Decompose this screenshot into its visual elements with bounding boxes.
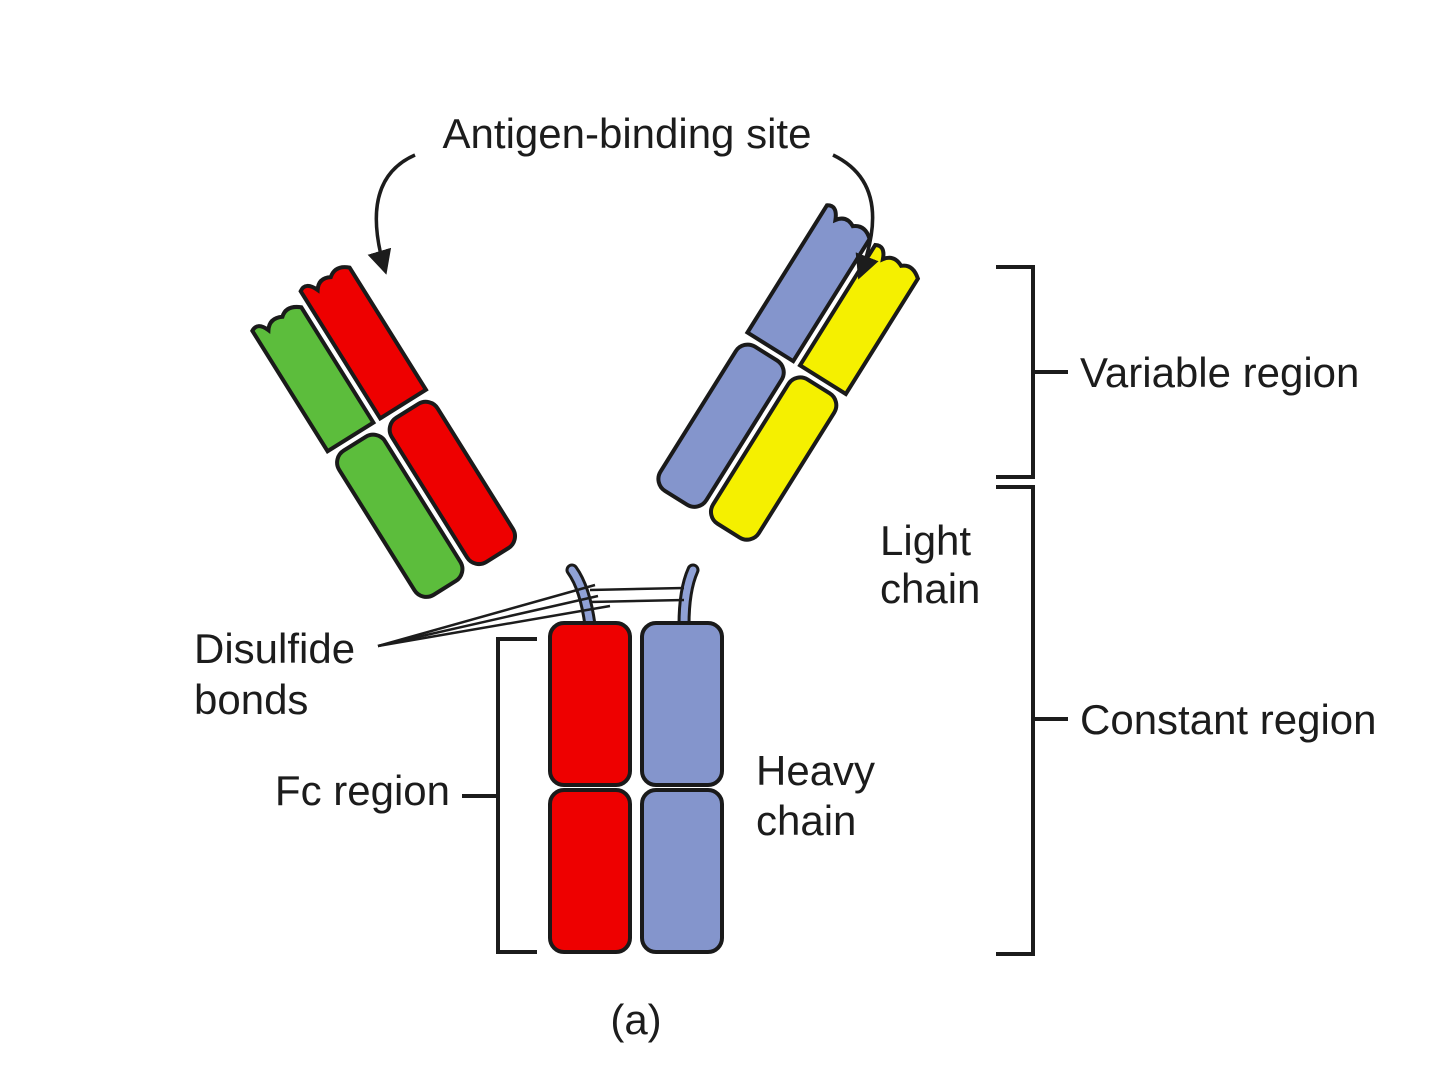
- light-chain-variable-domain-right: [797, 242, 921, 397]
- heavy-chain-constant-domain-left: [387, 399, 517, 567]
- heavy-chain-label-line2: chain: [756, 797, 856, 844]
- antigen-binding-arrow-left: [367, 153, 416, 275]
- light-chain-label-line2: chain: [880, 565, 980, 612]
- light-chain-constant-domain-left: [335, 432, 465, 599]
- heavy-chain-fc-domain-red-upper: [548, 621, 632, 787]
- heavy-chain-variable-domain-left: [298, 265, 429, 422]
- hinge-connectors: [565, 563, 700, 632]
- antigen-binding-site-label: Antigen-binding site: [443, 110, 812, 157]
- antigen-binding-arrow-right: [832, 153, 879, 280]
- constant-region-label: Constant region: [1080, 696, 1377, 743]
- disulfide-bond-lines: [589, 586, 685, 604]
- panel-label: (a): [610, 996, 661, 1043]
- fc-region-label: Fc region: [275, 767, 450, 814]
- light-chain-variable-domain-left: [250, 304, 377, 454]
- left-fab-arm: [250, 265, 517, 599]
- heavy-chain-fc-domain-red-lower: [548, 788, 632, 954]
- heavy-chain-constant-domain-right: [656, 342, 786, 509]
- disulfide-bonds-label-line1: Disulfide: [194, 625, 355, 672]
- light-chain-label-line1: Light: [880, 517, 971, 564]
- heavy-chain-fc-domain-blue-lower: [640, 788, 724, 954]
- right-fab-arm: [656, 203, 921, 542]
- light-chain-constant-domain-right: [708, 375, 839, 542]
- variable-region-label: Variable region: [1080, 349, 1359, 396]
- constant-region-bracket: [996, 485, 1068, 956]
- fc-stem: [548, 621, 724, 954]
- variable-region-bracket: [996, 265, 1068, 479]
- heavy-chain-fc-domain-blue-upper: [640, 621, 724, 787]
- heavy-chain-variable-domain-right: [744, 203, 872, 364]
- fc-region-bracket: [462, 637, 537, 954]
- disulfide-leader-lines: [377, 583, 611, 648]
- disulfide-bonds-label-line2: bonds: [194, 676, 308, 723]
- heavy-chain-label-line1: Heavy: [756, 747, 875, 794]
